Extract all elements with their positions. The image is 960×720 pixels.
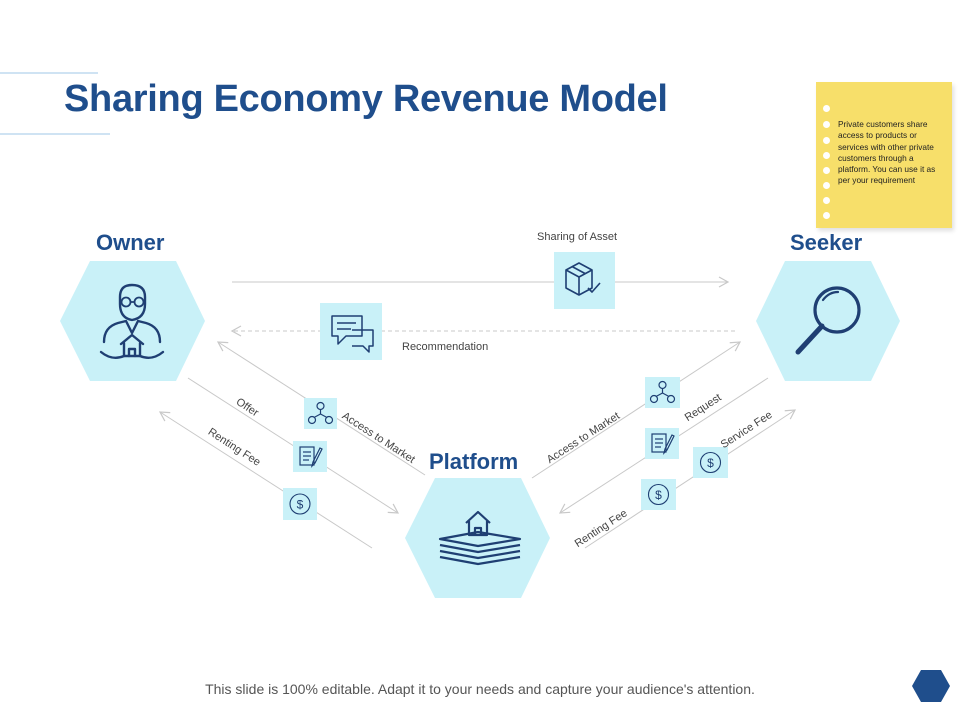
- arrow-service-fee: [584, 409, 797, 549]
- svg-text:$: $: [655, 488, 662, 502]
- svg-text:$: $: [707, 456, 714, 470]
- footer-text: This slide is 100% editable. Adapt it to…: [205, 681, 755, 697]
- seeker-hexagon: [756, 261, 900, 381]
- note-bullet: [823, 152, 830, 159]
- decorative-line-top: [0, 72, 98, 74]
- coin-dollar-icon: $: [693, 447, 728, 478]
- document-edit-icon: [293, 441, 327, 472]
- note-bullet: [823, 137, 830, 144]
- note-bullet: [823, 167, 830, 174]
- chat-bubbles-icon: [320, 303, 382, 360]
- recommendation-label: Recommendation: [402, 341, 489, 353]
- note-bullet: [823, 121, 830, 128]
- network-icon: [304, 398, 337, 429]
- magnifier-icon: [795, 286, 861, 355]
- network-icon: [645, 377, 680, 408]
- owner-label: Owner: [96, 230, 165, 255]
- platform-hexagon: [405, 478, 550, 598]
- note-bullet: [823, 197, 830, 204]
- sticky-note: [816, 82, 952, 228]
- seeker-label: Seeker: [790, 230, 863, 255]
- corner-hexagon-decoration: [912, 670, 950, 702]
- coin-dollar-icon: $: [283, 488, 317, 520]
- arrow-renting-fee-left: [158, 411, 373, 549]
- note-bullet: [823, 182, 830, 189]
- slide-title: Sharing Economy Revenue Model: [64, 78, 668, 120]
- box-icon: [554, 252, 615, 309]
- platform-label: Platform: [429, 449, 519, 474]
- note-bullet: [823, 212, 830, 219]
- layered-house-icon: [438, 510, 522, 566]
- note-text: Private customers share access to produc…: [838, 119, 936, 186]
- sharing-of-asset-label: Sharing of Asset: [537, 231, 618, 243]
- note-bullet: [823, 105, 830, 112]
- coin-dollar-icon: $: [641, 479, 676, 510]
- svg-text:$: $: [297, 498, 304, 512]
- document-edit-icon: [645, 428, 679, 459]
- arrow-access-to-market-right: [531, 341, 742, 479]
- decorative-line-bottom: [0, 133, 110, 135]
- owner-person-house-icon: [99, 283, 165, 359]
